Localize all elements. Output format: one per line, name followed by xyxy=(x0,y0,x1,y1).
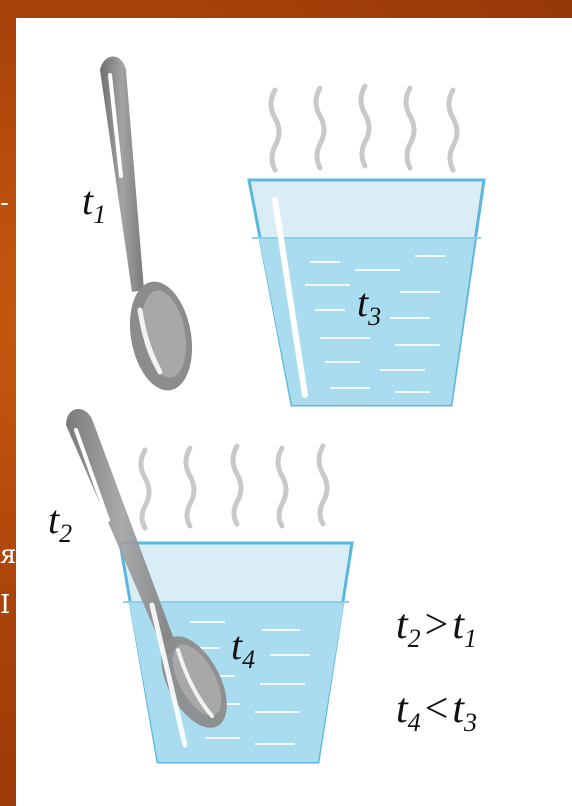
steam-top xyxy=(268,83,460,173)
label-t1: t1 xyxy=(82,178,106,229)
edge-fragment-dash: - xyxy=(0,188,9,218)
hot-water-glass-top xyxy=(247,178,486,407)
label-t2: t2 xyxy=(48,497,72,548)
relation-t2-gt-t1: t2>t1 xyxy=(396,602,477,653)
label-t3: t3 xyxy=(357,280,381,331)
spoon-top xyxy=(100,56,193,391)
relation-t4-lt-t3: t4<t3 xyxy=(396,686,477,737)
steam-bottom xyxy=(138,443,330,531)
edge-fragment-ya: я xyxy=(0,540,17,570)
spoon-bottom xyxy=(66,408,227,748)
label-t4: t4 xyxy=(231,623,255,674)
edge-fragment-i: I xyxy=(0,590,11,620)
